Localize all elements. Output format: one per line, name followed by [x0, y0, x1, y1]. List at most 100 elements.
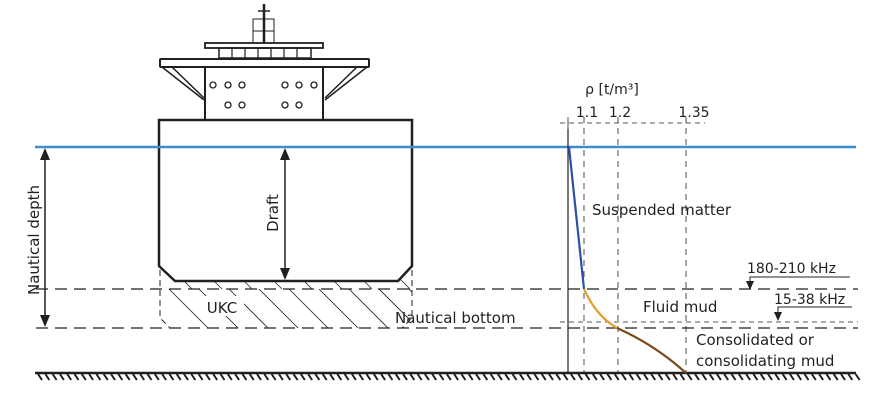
seabed-hatch-tick — [292, 373, 299, 381]
seabed-hatch-tick — [175, 373, 182, 381]
seabed-hatch-tick — [59, 373, 65, 381]
seabed-hatch-tick — [643, 373, 649, 381]
seabed-hatch-tick — [226, 373, 233, 381]
seabed-hatch-tick — [796, 373, 803, 381]
seabed-hatch-tick — [117, 373, 124, 381]
seabed-hatch-tick — [416, 373, 423, 381]
seabed-hatch-tick — [431, 373, 438, 381]
seabed-hatch-tick — [803, 373, 810, 381]
suspended-matter-curve — [567, 146, 586, 290]
seabed-hatch-tick — [584, 373, 591, 381]
seabed-hatch-tick — [205, 373, 211, 381]
seabed-hatch-tick — [270, 373, 277, 381]
seabed-hatch-tick — [847, 373, 854, 381]
ship-hull — [157, 118, 414, 283]
seabed-hatch-tick — [562, 373, 569, 381]
seabed-hatch-tick — [66, 373, 73, 381]
seabed-hatch-tick — [51, 373, 58, 381]
seabed-hatch-tick — [657, 373, 664, 381]
seabed-hatch-tick — [533, 373, 540, 381]
seabed-hatch-tick — [489, 373, 496, 381]
seabed-hatch-tick — [321, 373, 328, 381]
seabed-hatch-tick — [102, 373, 109, 381]
seabed-hatch-tick — [219, 373, 226, 381]
consolidated-label-line2: consolidating mud — [696, 352, 834, 370]
seabed-hatch-tick — [548, 373, 554, 381]
seabed-hatch-tick — [299, 373, 306, 381]
seabed-hatch-tick — [679, 373, 686, 381]
seabed-hatch-tick — [336, 373, 343, 381]
ship-brace-right — [324, 66, 367, 99]
seabed-hatch-tick — [372, 373, 379, 381]
seabed-hatch-tick — [752, 373, 759, 381]
seabed-hatch-tick — [343, 373, 350, 381]
ship-wing-deck — [159, 58, 370, 68]
ship-bridge-deck — [204, 42, 324, 59]
seabed-hatch-tick — [540, 373, 547, 381]
seabed-hatch-tick — [664, 373, 671, 381]
seabed-hatch-tick — [511, 373, 518, 381]
density-profile: ρ [t/m³] 1.1 1.2 1.35 Suspended matter F… — [560, 82, 855, 374]
seabed-hatch-tick — [73, 373, 80, 381]
seabed-hatch-tick — [723, 373, 730, 381]
nautical-depth-arrow — [40, 148, 50, 327]
seabed-hatch-tick — [329, 373, 335, 381]
seabed-hatch-tick — [716, 373, 722, 381]
seabed-hatch-tick — [518, 373, 525, 381]
seabed-hatch-tick — [190, 373, 197, 381]
seabed-hatch-tick — [774, 373, 781, 381]
seabed-hatch-tick — [475, 373, 481, 381]
seabed-hatch-tick — [737, 373, 744, 381]
seabed-hatch-tick — [183, 373, 189, 381]
seabed-hatch-tick — [95, 373, 102, 381]
seabed-hatch-tick — [453, 373, 459, 381]
seabed-hatch-tick — [789, 373, 795, 381]
consolidated-mud-curve — [616, 326, 687, 374]
ukc-label: UKC — [207, 299, 237, 317]
seabed-hatch-tick — [745, 373, 751, 381]
ukc-zone: UKC — [159, 270, 413, 329]
seabed-hatch-tick — [241, 373, 248, 381]
seabed-hatch-tick — [212, 373, 219, 381]
seabed-hatch-tick — [708, 373, 715, 381]
seabed-hatch-tick — [256, 373, 262, 381]
seabed-hatch-tick — [577, 373, 584, 381]
nautical-bottom-label: Nautical bottom — [395, 309, 516, 327]
seabed-hatch-tick — [504, 373, 511, 381]
seabed-hatch-tick — [599, 373, 605, 381]
seabed-hatch-tick — [818, 373, 824, 381]
seabed-hatch-tick — [358, 373, 365, 381]
seabed-hatch-tick — [153, 373, 160, 381]
freq-low-annotation: 15-38 kHz — [770, 290, 855, 321]
seabed-hatch-tick — [570, 373, 576, 381]
seabed-hatch-tick — [80, 373, 87, 381]
seabed-hatch-tick — [161, 373, 167, 381]
seabed-hatch-tick — [810, 373, 817, 381]
seabed-hatch-tick — [168, 373, 175, 381]
seabed-hatch-tick — [248, 373, 255, 381]
ship-mast — [252, 4, 275, 44]
seabed-hatch-tick — [438, 373, 445, 381]
seabed-hatch-tick — [650, 373, 657, 381]
seabed-hatch-tick — [606, 373, 613, 381]
seabed-hatch-tick — [132, 373, 138, 381]
seabed-hatch-tick — [460, 373, 467, 381]
seabed-hatch-tick — [365, 373, 372, 381]
fluid-mud-curve — [582, 288, 618, 329]
seabed-hatch-tick — [37, 373, 43, 381]
seabed-hatch-tick — [314, 373, 321, 381]
ship-superstructure — [204, 66, 324, 121]
ship — [157, 4, 414, 283]
portholes — [209, 81, 318, 109]
seabed-hatch-tick — [672, 373, 678, 381]
seabed-hatch-tick — [110, 373, 116, 381]
seabed-hatch-tick — [526, 373, 532, 381]
draft-arrow — [280, 148, 290, 280]
freq-high-label: 180-210 kHz — [747, 261, 836, 277]
seabed-hatch-tick — [394, 373, 401, 381]
fluid-mud-label: Fluid mud — [643, 298, 717, 316]
seabed-hatch-tick — [380, 373, 386, 381]
draft-label: Draft — [264, 194, 282, 232]
seabed-hatch-tick — [832, 373, 839, 381]
seabed-hatch-tick — [621, 373, 627, 381]
